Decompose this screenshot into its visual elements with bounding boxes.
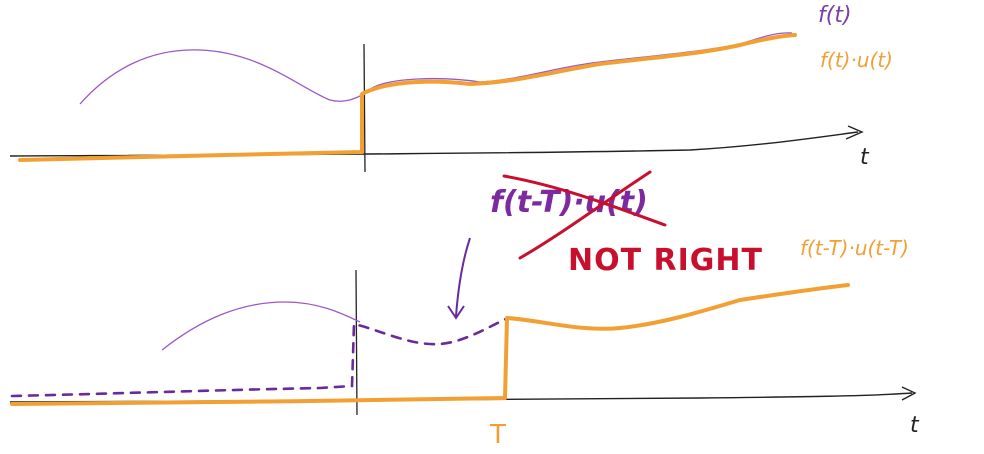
top-time-axis [9,131,859,157]
top-product-label: f(t)·u(t) [820,48,893,72]
top-axis-arrowhead [845,125,864,140]
strike-through-mark [502,170,667,260]
top-panel: f(t) f(t)·u(t) t [9,3,893,173]
bottom-shifted-curve [161,301,361,351]
top-axis-t-label: t [860,145,870,170]
top-f-label: f(t) [818,3,852,28]
top-f-curve [79,32,793,105]
top-product-curve [18,33,797,162]
bottom-axis-arrowhead [901,386,917,401]
bottom-correct-product [10,283,850,406]
top-vertical-axis [363,43,366,173]
correct-expression-label: f(t-T)·u(t-T) [800,236,909,260]
not-right-label: NOT RIGHT [568,243,763,278]
bottom-axis-t-label: t [910,413,920,438]
pointer-arrowhead [447,305,465,320]
bottom-wrong-product-dashed [10,316,510,398]
bottom-vertical-axis [355,269,358,416]
shift-marker-T: T [489,420,506,450]
pointer-arrow [455,237,471,317]
bottom-panel: f(t-T)·u(t) NOT RIGHT f(t-T)·u(t-T) T t [9,170,920,450]
